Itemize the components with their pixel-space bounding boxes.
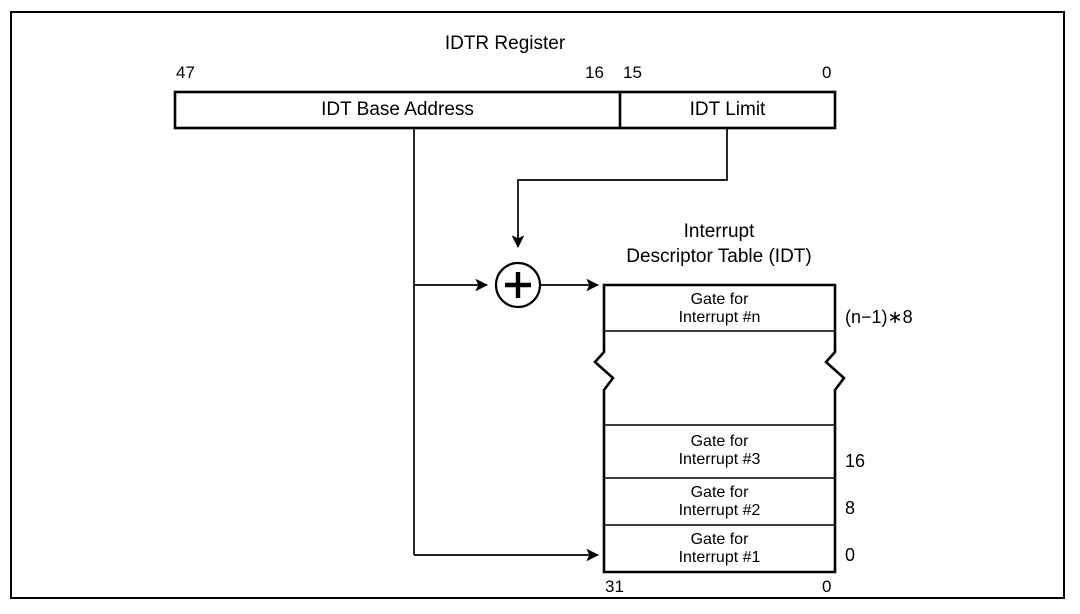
idt-row-2-line2: Interrupt #2 [678,502,761,519]
idt-row-n-line2: Interrupt #n [678,309,761,326]
idt-row-n-line1: Gate for [690,291,749,308]
idt-offset-16: 16 [845,451,866,471]
bit-label-16: 16 [585,63,604,82]
idtr-register-title: IDTR Register [444,33,566,54]
idt-offset-n: (n−1)∗8 [845,307,913,327]
idt-bit-label-31: 31 [605,577,624,596]
idt-table-title-line2: Descriptor Table (IDT) [626,246,812,267]
idt-base-address-field: IDT Base Address [321,99,474,120]
idt-row-3-line1: Gate for [690,433,749,450]
bit-label-15: 15 [623,63,642,82]
figure-border [10,11,1065,599]
bit-label-47: 47 [176,63,195,82]
idtr-register-box [173,90,837,130]
idt-table-title-line1: Interrupt [683,221,755,242]
bit-label-0: 0 [822,63,832,82]
idt-row-3-line2: Interrupt #3 [678,451,761,468]
idt-bit-label-0: 0 [822,577,832,596]
idt-row-1-line1: Gate for [690,531,749,548]
idt-row-2-line1: Gate for [690,484,749,501]
idt-row-1-line2: Interrupt #1 [678,549,761,566]
idt-limit-field: IDT Limit [689,99,766,120]
idt-offset-0: 0 [845,545,856,565]
idt-offset-8: 8 [845,498,856,518]
idt-table-outline [593,283,846,574]
idt-limit-wire [511,128,728,249]
